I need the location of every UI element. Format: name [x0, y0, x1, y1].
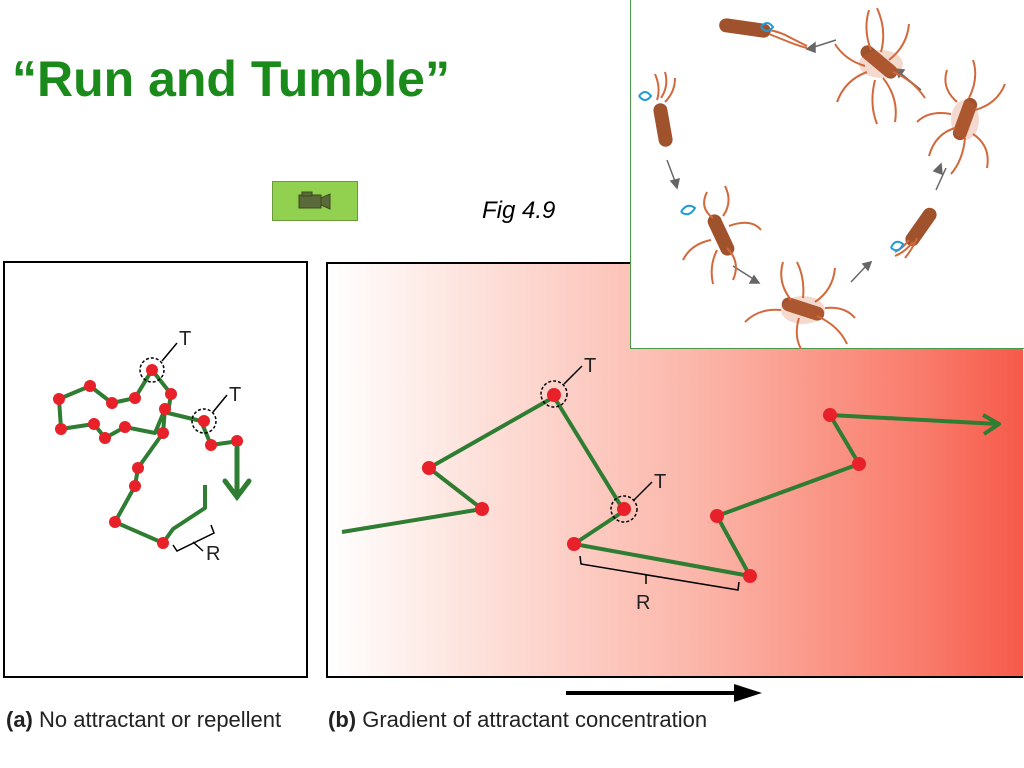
- run-bracket: [579, 555, 740, 591]
- tumble-points: [422, 388, 866, 583]
- random-walk-path: [57, 368, 241, 545]
- bacterium-cycle-inset: [630, 0, 1024, 349]
- caption-b: (b) Gradient of attractant concentration: [328, 706, 928, 734]
- caption-a-text: No attractant or repellent: [39, 707, 282, 732]
- tumble-label-2: T: [654, 471, 666, 493]
- tumble-markers: [139, 357, 217, 434]
- bacterium-right: [916, 59, 1006, 175]
- tumble-markers: [540, 380, 638, 523]
- cycle-arrows: [666, 39, 947, 284]
- figure-number: Fig 4.9: [482, 197, 556, 224]
- tumble-label-1: T: [584, 355, 596, 377]
- biased-walk-path: [341, 395, 1001, 578]
- bacterium-top-left: [719, 18, 808, 49]
- direction-arrow-down: [222, 445, 252, 502]
- bacterium-bottom: [744, 261, 856, 349]
- caption-b-letter: (b): [328, 707, 357, 732]
- video-play-button[interactable]: [272, 181, 358, 221]
- video-camera-icon: [298, 191, 331, 210]
- run-label: R: [206, 543, 220, 565]
- page-title: “Run and Tumble”: [12, 51, 450, 107]
- panel-a-random-walk: R T T: [3, 261, 308, 678]
- caption-a: (a) No attractant or repellent: [6, 706, 306, 734]
- caption-b-text: Gradient of attractant concentration: [362, 707, 708, 732]
- run-label: R: [636, 592, 650, 614]
- bacterium-bottom-right: [890, 207, 937, 259]
- bacterium-top-right: [834, 7, 926, 125]
- run-bracket: [172, 524, 215, 552]
- tumble-points: [53, 364, 243, 549]
- tumble-label-1: T: [179, 328, 191, 350]
- caption-a-letter: (a): [6, 707, 33, 732]
- bacterium-mid-left: [638, 71, 676, 147]
- bacterium-left: [680, 185, 762, 285]
- tumble-label-2: T: [229, 384, 241, 406]
